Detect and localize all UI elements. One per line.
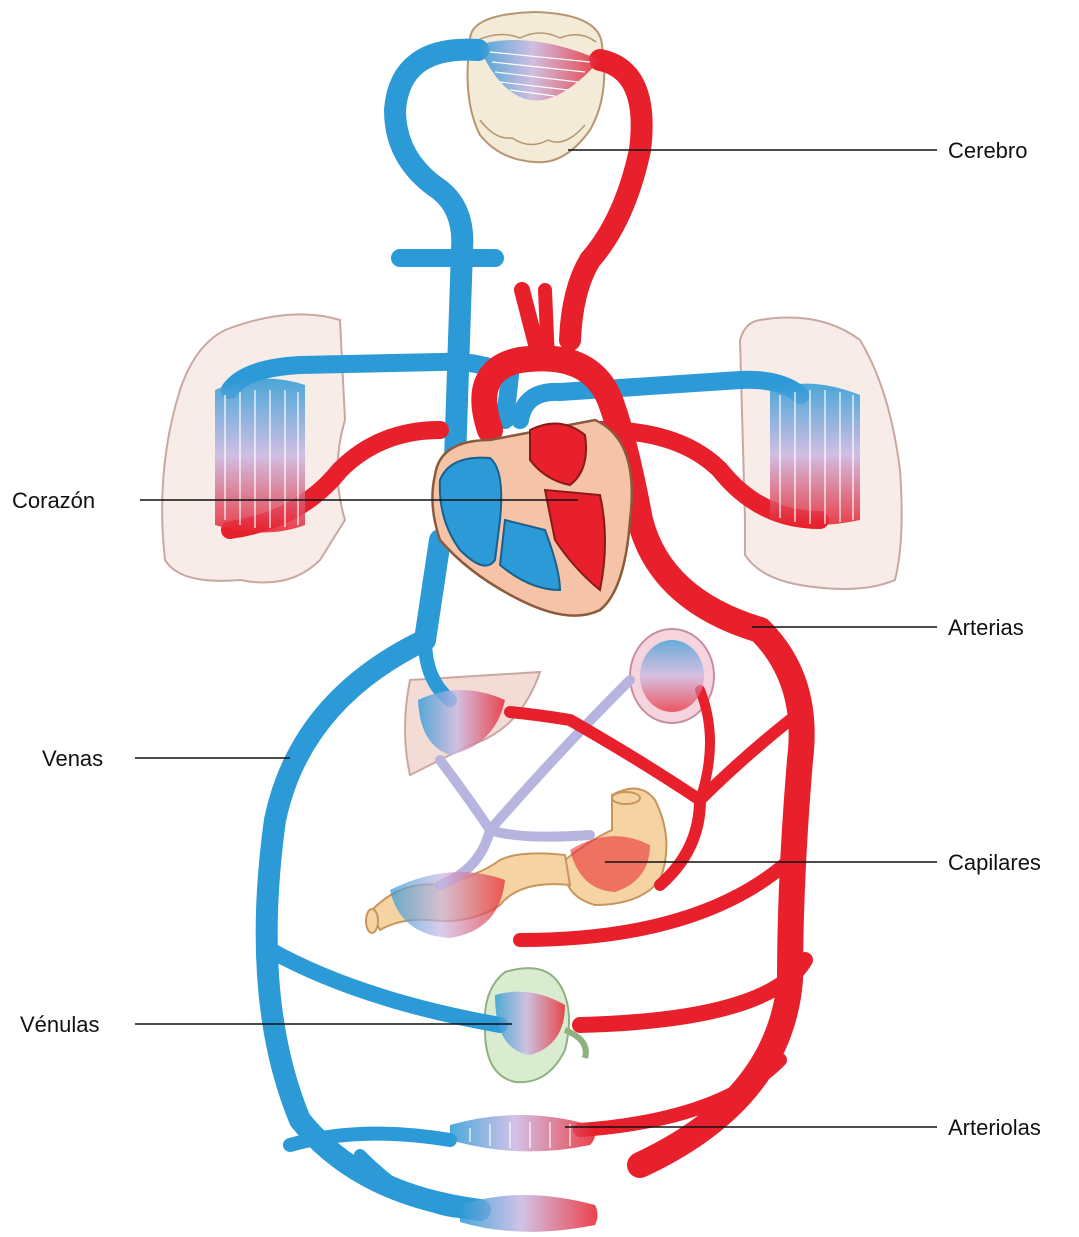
right-lung-capillary-bed [770,384,860,525]
label-arterias: Arterias [752,615,1024,640]
label-text-venas: Venas [42,746,103,771]
intestine-capillary-bed [390,872,505,938]
liver-capillary-bed [640,640,704,712]
heart-organ [432,420,631,616]
label-text-arterias: Arterias [948,615,1024,640]
label-text-corazon: Corazón [12,488,95,513]
arteriole-capillary-bed [450,1115,595,1151]
label-text-cerebro: Cerebro [948,138,1027,163]
label-text-venulas: Vénulas [20,1012,100,1037]
label-text-arteriolas: Arteriolas [948,1115,1041,1140]
lower-capillary-bed [460,1195,598,1232]
label-text-capilares: Capilares [948,850,1041,875]
left-lung-capillary-bed [215,379,305,533]
label-venas: Venas [42,746,290,771]
